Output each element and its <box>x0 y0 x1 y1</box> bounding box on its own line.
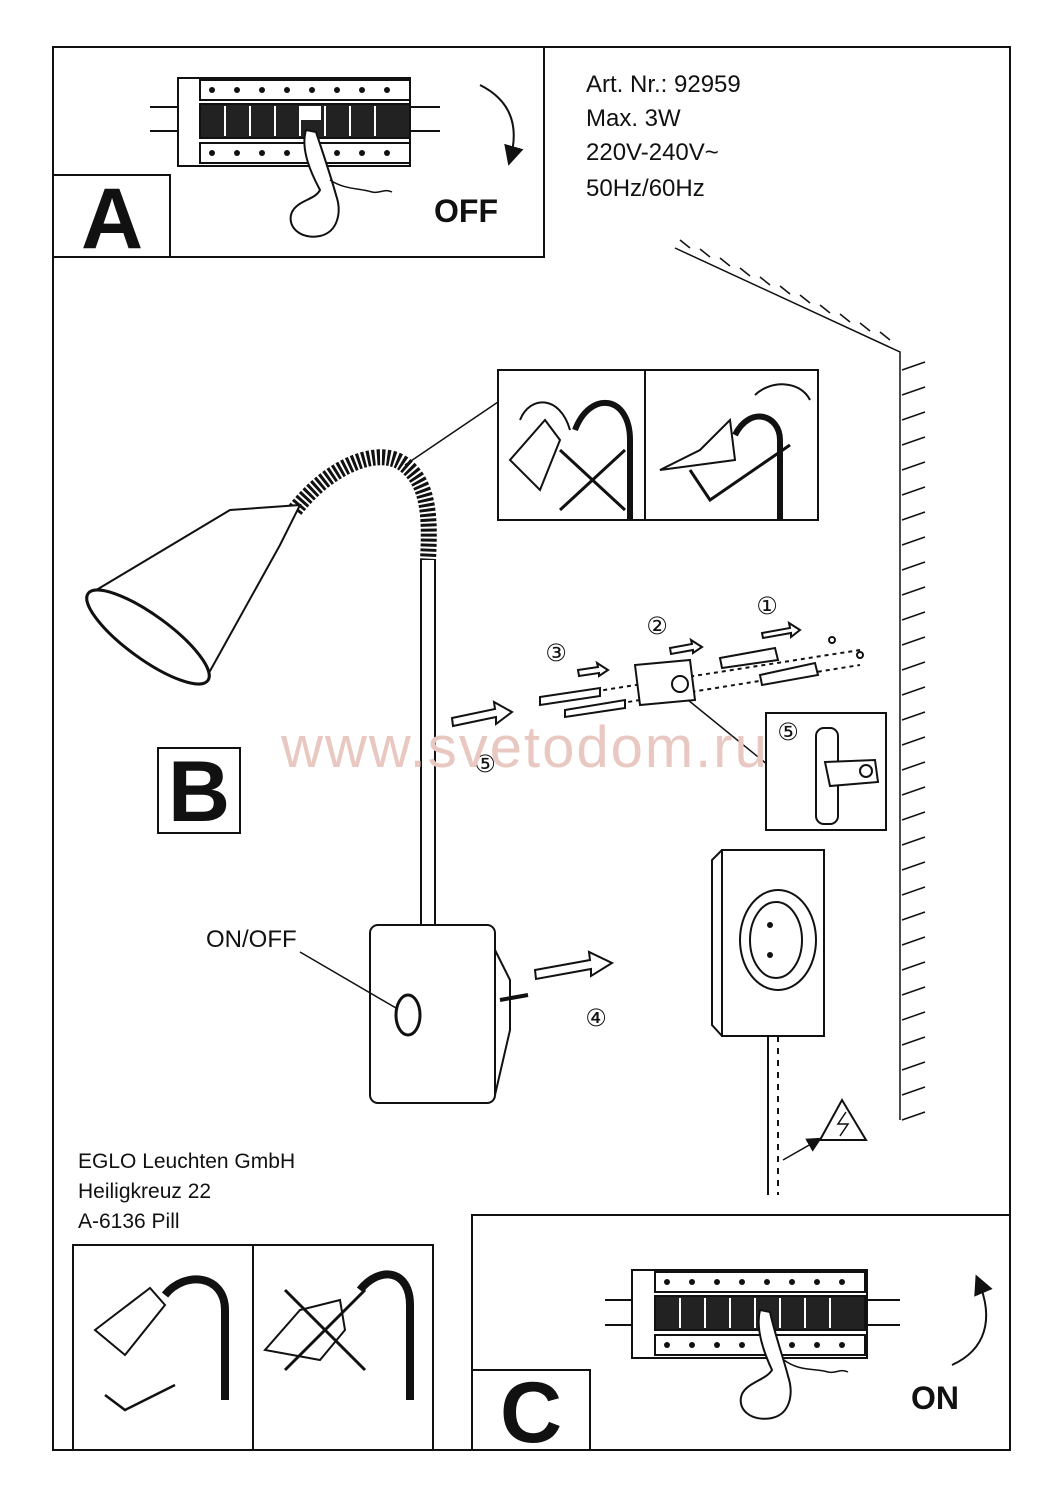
step-numbers: ① ② ③ ④ ⑤ <box>474 592 778 1032</box>
mounting-parts <box>539 636 864 719</box>
usage-detail <box>72 1244 434 1451</box>
panel-a-action: OFF <box>434 193 498 229</box>
wall-plug-icon <box>718 646 780 670</box>
spec-voltage: 220V-240V~ <box>586 139 719 166</box>
wall <box>674 239 926 1121</box>
step-2: ② <box>646 612 668 640</box>
handling-detail <box>404 369 819 521</box>
detail-5-number: ⑤ <box>777 718 799 746</box>
manufacturer-name: EGLO Leuchten GmbH <box>78 1150 295 1173</box>
plug-housing <box>369 924 496 1104</box>
wall-lamp: ON/OFF <box>85 449 529 1104</box>
on-off-label: ON/OFF <box>206 926 297 953</box>
bracket-icon <box>633 658 697 707</box>
panel-a-letter: A <box>81 171 143 267</box>
wall-socket <box>711 849 868 1195</box>
step-arrows <box>450 620 802 981</box>
watermark: www.svetodom.ru <box>280 715 769 780</box>
rotate-down-arrow-icon <box>479 84 524 166</box>
panel-a: A <box>52 46 545 267</box>
panel-c-letter-box <box>471 1369 591 1451</box>
warning-voltage-icon <box>818 1097 868 1141</box>
step-5: ⑤ <box>474 750 496 778</box>
rotate-up-arrow-icon <box>951 1274 993 1366</box>
check-icon <box>688 443 791 503</box>
spec-max-power: Max. 3W <box>586 105 681 132</box>
screw-icon <box>539 686 601 707</box>
spec-frequency: 50Hz/60Hz <box>586 175 705 202</box>
spec-article: Art. Nr.: 92959 <box>586 71 741 98</box>
flex-arm <box>288 449 437 935</box>
step-3: ③ <box>545 639 567 667</box>
panel-a-letter-box <box>52 174 171 258</box>
panel-a-frame <box>52 46 545 258</box>
step-1: ① <box>756 592 778 620</box>
breaker-panel-off <box>150 77 440 167</box>
detail-5: ⑤ <box>687 699 887 831</box>
panel-c-frame <box>471 1214 1011 1451</box>
panel-c-letter: C <box>500 1365 562 1461</box>
spec-block: Art. Nr.: 92959 Max. 3W 220V-240V~ 50Hz/… <box>586 71 741 202</box>
manufacturer-city: A-6136 Pill <box>78 1210 180 1233</box>
arrow-icon <box>576 660 610 678</box>
step-4: ④ <box>585 1004 607 1032</box>
manufacturer-address: EGLO Leuchten GmbH Heiligkreuz 22 A-6136… <box>78 1150 295 1233</box>
panel-b-letter-box <box>157 747 241 834</box>
hand-icon <box>739 1308 792 1420</box>
check-icon <box>104 1383 176 1412</box>
on-off-button[interactable] <box>394 993 422 1037</box>
breaker-panel-on <box>605 1269 900 1359</box>
panel-c-action: ON <box>911 1380 959 1416</box>
panel-c: C ON <box>471 1214 1011 1461</box>
panel-b-letter: B <box>168 744 230 840</box>
manufacturer-street: Heiligkreuz 22 <box>78 1180 211 1203</box>
